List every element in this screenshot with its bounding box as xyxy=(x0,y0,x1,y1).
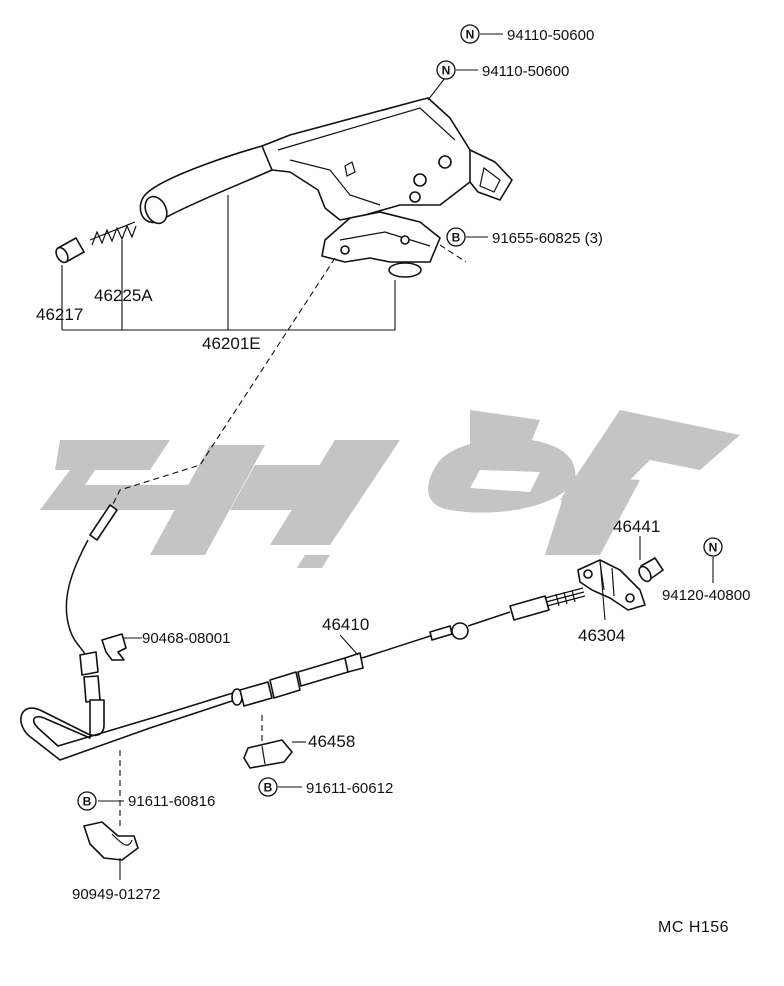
badge-b-3: B xyxy=(258,777,278,797)
svg-text:B: B xyxy=(452,231,461,245)
bracket-46304 xyxy=(577,559,646,611)
label-46225a: 46225A xyxy=(94,286,153,305)
label-46410: 46410 xyxy=(322,615,369,634)
rear-cable xyxy=(20,587,586,761)
lever-body xyxy=(261,97,479,221)
label-94120-40800: 94120-40800 xyxy=(662,587,750,604)
pin-46217 xyxy=(55,237,85,264)
front-cable xyxy=(65,504,118,703)
label-90949-01272: 90949-01272 xyxy=(72,886,160,903)
watermark-logo xyxy=(40,410,740,568)
dash-lever-to-cable xyxy=(104,257,336,521)
badge-b-1: B xyxy=(446,227,466,247)
clip-90468-08001 xyxy=(101,633,127,661)
clamp-90949-01272 xyxy=(83,750,139,880)
label-91611-60612: 91611-60612 xyxy=(306,780,393,797)
label-94110-50600-b: 94110-50600 xyxy=(482,63,569,80)
svg-text:N: N xyxy=(466,28,475,42)
label-94110-50600-a: 94110-50600 xyxy=(507,27,594,44)
lever-assembly xyxy=(139,97,513,278)
pin-46441 xyxy=(638,557,664,583)
diagram-code: MC H156 xyxy=(658,919,729,936)
svg-text:N: N xyxy=(442,64,451,78)
label-46441: 46441 xyxy=(613,517,660,536)
label-91611-60816: 91611-60816 xyxy=(128,793,215,810)
svg-text:N: N xyxy=(709,541,718,555)
label-46217: 46217 xyxy=(36,305,83,324)
svg-text:B: B xyxy=(83,795,92,809)
spring-46225a xyxy=(89,221,137,246)
label-90468-08001: 90468-08001 xyxy=(142,630,230,647)
badge-n-2: N xyxy=(436,60,456,80)
badge-n-1: N xyxy=(460,24,480,44)
clip-46458 xyxy=(243,715,293,769)
label-46458: 46458 xyxy=(308,732,355,751)
badge-b-2: B xyxy=(77,791,97,811)
svg-text:B: B xyxy=(264,781,273,795)
label-91655-60825: 91655-60825 (3) xyxy=(492,230,603,247)
label-46201e: 46201E xyxy=(202,334,261,353)
badge-n-3: N xyxy=(703,537,723,557)
label-46304: 46304 xyxy=(578,626,625,645)
lever-bracket xyxy=(321,211,441,263)
